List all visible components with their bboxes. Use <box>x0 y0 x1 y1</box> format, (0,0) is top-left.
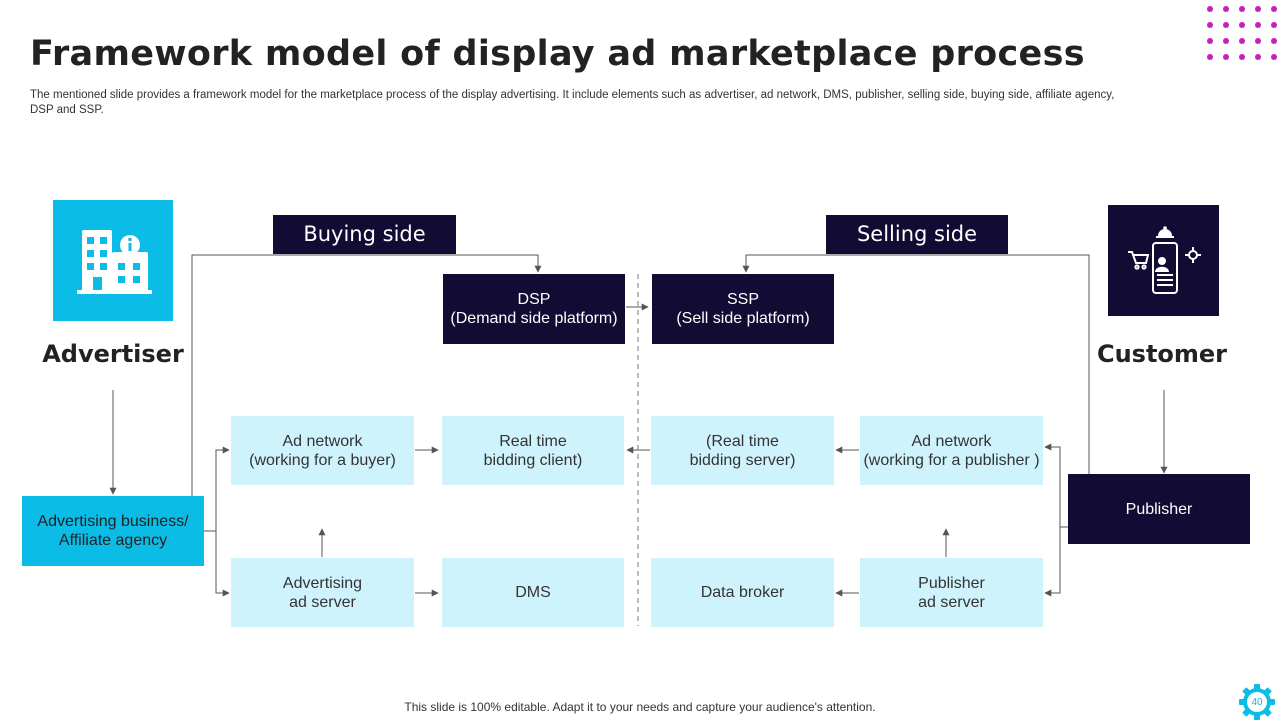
decorative-dot <box>1255 54 1261 60</box>
decorative-dot <box>1223 54 1229 60</box>
decorative-dot <box>1255 38 1261 44</box>
ssp-box: SSP (Sell side platform) <box>652 274 834 344</box>
decorative-dot <box>1255 6 1261 12</box>
decorative-dot <box>1207 38 1213 44</box>
selling-side-header: Selling side <box>826 215 1008 254</box>
rtb-client-box: Real time bidding client) <box>442 416 624 485</box>
advertising-ad-server-box: Advertising ad server <box>231 558 414 627</box>
decorative-dot <box>1223 6 1229 12</box>
decorative-dot <box>1223 38 1229 44</box>
affiliate-agency-box: Advertising business/ Affiliate agency <box>22 496 204 566</box>
decorative-dot <box>1255 22 1261 28</box>
decorative-dot <box>1207 6 1213 12</box>
dsp-box: DSP (Demand side platform) <box>443 274 625 344</box>
rtb-server-box: (Real time bidding server) <box>651 416 834 485</box>
decorative-dot <box>1271 54 1277 60</box>
customer-label: Customer <box>1096 340 1228 368</box>
decorative-dot <box>1207 22 1213 28</box>
decorative-dot <box>1271 6 1277 12</box>
decorative-dot <box>1239 22 1245 28</box>
decorative-dot <box>1207 54 1213 60</box>
office-building-info-icon <box>77 230 152 294</box>
data-broker-box: Data broker <box>651 558 834 627</box>
slide-footer: This slide is 100% editable. Adapt it to… <box>404 700 876 714</box>
publisher-ad-network-box: Ad network (working for a publisher ) <box>860 416 1043 485</box>
customer-icon-tile <box>1108 205 1219 316</box>
decorative-dot <box>1271 22 1277 28</box>
decorative-dot <box>1223 22 1229 28</box>
slide-title: Framework model of display ad marketplac… <box>30 34 1085 74</box>
buying-side-header: Buying side <box>273 215 456 254</box>
advertiser-icon-tile <box>53 200 173 321</box>
decorative-dot-grid <box>1207 6 1277 62</box>
decorative-dot <box>1239 6 1245 12</box>
decorative-dot <box>1271 38 1277 44</box>
gear-icon <box>1239 684 1275 720</box>
dms-box: DMS <box>442 558 624 627</box>
buyer-ad-network-box: Ad network (working for a buyer) <box>231 416 414 485</box>
publisher-box: Publisher <box>1068 474 1250 544</box>
decorative-dot <box>1239 54 1245 60</box>
decorative-dot <box>1239 38 1245 44</box>
online-shopping-phone-icon <box>1128 226 1201 294</box>
slide-subtitle: The mentioned slide provides a framework… <box>30 89 1115 116</box>
page-number: 40 <box>1251 696 1263 708</box>
advertiser-label: Advertiser <box>42 340 184 368</box>
publisher-ad-server-box: Publisher ad server <box>860 558 1043 627</box>
